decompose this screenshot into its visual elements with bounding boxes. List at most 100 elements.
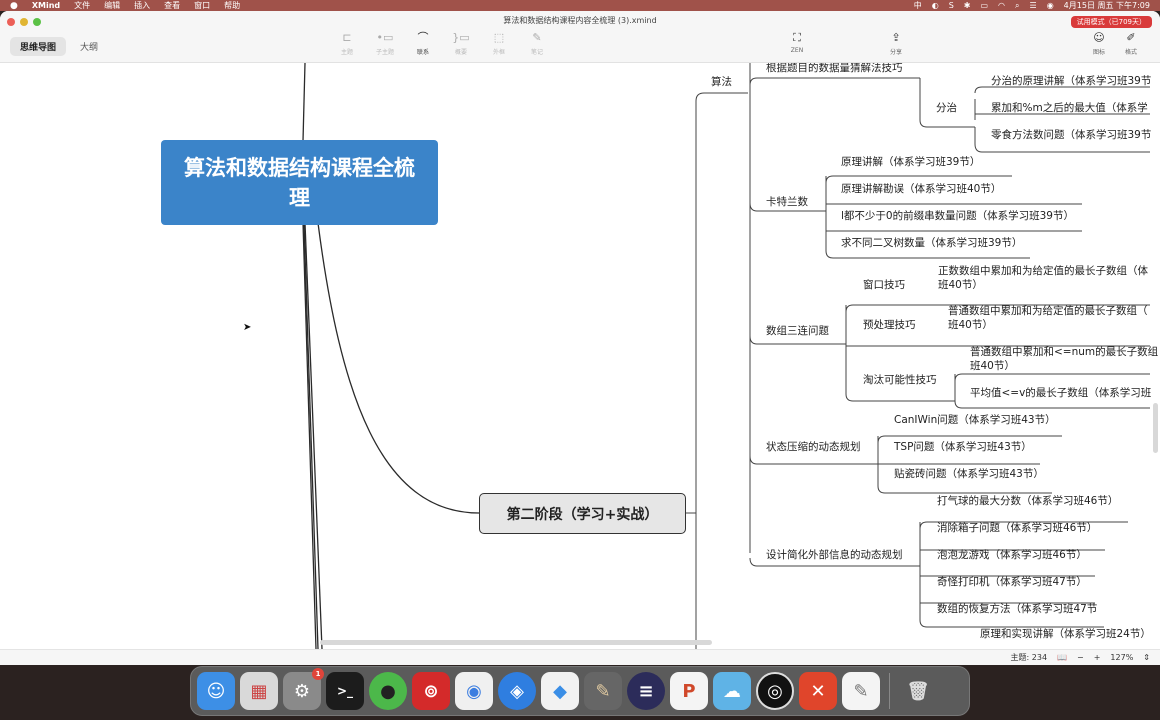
format-button[interactable]: ✐ 格式: [1124, 31, 1137, 56]
topic-external-item[interactable]: 消除箱子问题（体系学习班46节）: [937, 522, 1098, 534]
topic-elimination-technique[interactable]: 淘汰可能性技巧: [863, 374, 937, 386]
menu-view[interactable]: 查看: [164, 1, 181, 10]
spotlight-icon[interactable]: ⌕: [1015, 0, 1020, 10]
topic-external-item[interactable]: 数组的恢复方法（体系学习班47节: [937, 603, 1098, 615]
topic-divide-item[interactable]: 分治的原理讲解（体系学习班39节: [991, 75, 1152, 87]
input-method-icon[interactable]: 中: [913, 1, 922, 10]
topic-divide-conquer[interactable]: 分治: [936, 102, 957, 114]
emoji-button[interactable]: ☺ 图标: [1092, 31, 1105, 56]
topic-bitmask-dp[interactable]: 状态压缩的动态规划: [766, 441, 861, 453]
dock-obs[interactable]: ◎: [756, 672, 794, 710]
summary-button[interactable]: }▭ 概要: [452, 31, 470, 56]
topic-elimination-item[interactable]: 平均值<=v的最长子数组（体系学习班: [970, 387, 1152, 399]
clock[interactable]: 4月15日 周五 下午7:09: [1063, 1, 1150, 10]
dock-terminal[interactable]: >_: [326, 672, 364, 710]
tab-outline[interactable]: 大纲: [80, 43, 99, 53]
topic-catalan-item[interactable]: l都不少于0的前缀串数量问题（体系学习班39节）: [841, 210, 1074, 222]
bluetooth-icon[interactable]: ✱: [963, 1, 971, 10]
menu-window[interactable]: 窗口: [194, 1, 211, 10]
topic-preprocess-item[interactable]: 普通数组中累加和为给定值的最长子数组（: [948, 305, 1148, 317]
topic-algorithm[interactable]: 算法: [711, 76, 732, 88]
obs-status-icon[interactable]: ◐: [931, 1, 939, 10]
mindmap-canvas[interactable]: 算法和数据结构课程全梳理 第二阶段（学习+实战） 算法 根据题目的数据量猜解法技…: [0, 63, 1160, 649]
zen-button[interactable]: ⛶ ZEN: [790, 31, 804, 54]
zoom-level[interactable]: 127%: [1110, 653, 1134, 662]
trial-mode-badge[interactable]: 试用模式（已709天）: [1070, 16, 1152, 28]
dock-chrome[interactable]: ◉: [455, 672, 493, 710]
dock-textedit[interactable]: ✎: [842, 672, 880, 710]
dock-lanhu[interactable]: ◆: [541, 672, 579, 710]
topic-guess-by-data-size[interactable]: 根据题目的数据量猜解法技巧: [766, 63, 903, 74]
dock-safari[interactable]: ◈: [498, 672, 536, 710]
apple-menu-icon[interactable]: ●: [10, 0, 18, 11]
topic-catalan-item[interactable]: 原理讲解（体系学习班39节）: [841, 156, 981, 168]
root-topic[interactable]: 算法和数据结构课程全梳理: [161, 140, 438, 225]
chrome-icon: ◉: [466, 680, 482, 702]
dock-xmind[interactable]: ✕: [799, 672, 837, 710]
dock-eclipse[interactable]: ≡: [627, 672, 665, 710]
topic-window-item[interactable]: 正数数组中累加和为给定值的最长子数组（体: [938, 265, 1148, 277]
dock-trash[interactable]: 🗑: [899, 672, 937, 710]
dock-netease-music[interactable]: ⊚: [412, 672, 450, 710]
stage-two-topic[interactable]: 第二阶段（学习+实战）: [479, 493, 686, 534]
control-center-icon[interactable]: ☰: [1029, 1, 1037, 10]
battery-icon[interactable]: ▭: [980, 1, 989, 10]
topic-external-info-dp[interactable]: 设计简化外部信息的动态规划: [766, 549, 903, 561]
minimize-button[interactable]: [20, 18, 28, 26]
topic-elimination-item-cont: 班40节）: [970, 360, 1015, 372]
topic-catalan-item[interactable]: 原理讲解勘误（体系学习班40节）: [841, 183, 1002, 195]
relationship-button[interactable]: ⌒ 联系: [416, 31, 429, 56]
share-icon: ⇪: [891, 31, 901, 44]
menu-edit[interactable]: 编辑: [104, 1, 121, 10]
menu-file[interactable]: 文件: [74, 1, 91, 10]
zoom-out-button[interactable]: −: [1077, 653, 1084, 662]
topic-preprocess-technique[interactable]: 预处理技巧: [863, 319, 916, 331]
menu-insert[interactable]: 插入: [134, 1, 151, 10]
zoom-in-button[interactable]: +: [1093, 653, 1101, 662]
zoom-stepper-icon[interactable]: ⇕: [1143, 653, 1150, 662]
topic-divide-item[interactable]: 零食方法数问题（体系学习班39节: [991, 129, 1152, 141]
share-button[interactable]: ⇪ 分享: [889, 31, 902, 56]
topic-external-item[interactable]: 泡泡龙游戏（体系学习班46节）: [937, 549, 1087, 561]
topic-next-item[interactable]: 原理和实现讲解（体系学习班24节）: [980, 628, 1151, 640]
dock-launchpad[interactable]: ▦: [240, 672, 278, 710]
zoom-button[interactable]: [33, 18, 41, 26]
boundary-button[interactable]: ⬚ 外框: [492, 31, 505, 56]
topic-bitmask-item[interactable]: 贴瓷砖问题（体系学习班43节）: [894, 468, 1044, 480]
topic-external-item[interactable]: 奇怪打印机（体系学习班47节）: [937, 576, 1087, 588]
topic-icon: ⊏: [342, 31, 352, 44]
topic-divide-item[interactable]: 累加和%m之后的最大值（体系学: [991, 102, 1148, 114]
topic-catalan[interactable]: 卡特兰数: [766, 196, 808, 208]
window-titlebar: 算法和数据结构课程内容全梳理 (3).xmind 试用模式（已709天） 思维导…: [0, 11, 1160, 63]
xmind-icon: ✕: [810, 680, 826, 702]
topic-bitmask-item[interactable]: TSP问题（体系学习班43节）: [894, 441, 1032, 453]
menu-help[interactable]: 帮助: [224, 1, 241, 10]
horizontal-scrollbar[interactable]: [320, 640, 712, 645]
vertical-scrollbar[interactable]: [1153, 403, 1158, 453]
topic-button[interactable]: ⊏ 主题: [340, 31, 353, 56]
eclipse-icon: ≡: [638, 680, 654, 702]
menu-app-name[interactable]: XMind: [31, 1, 61, 10]
note-button[interactable]: ✎ 笔记: [530, 31, 543, 56]
dock-system-preferences[interactable]: ⚙1: [283, 668, 324, 710]
topic-elimination-item[interactable]: 普通数组中累加和<=num的最长子数组: [970, 346, 1159, 358]
dock-pencil[interactable]: ✎: [584, 672, 622, 710]
s-app-icon[interactable]: S: [948, 1, 954, 10]
topic-bitmask-item[interactable]: CanIWin问题（体系学习班43节）: [894, 414, 1056, 426]
dock-powerpoint[interactable]: P: [670, 672, 708, 710]
tab-mindmap[interactable]: 思维导图: [10, 37, 67, 56]
siri-icon[interactable]: ◉: [1046, 1, 1054, 10]
dock-cloud-meeting[interactable]: ☁: [713, 672, 751, 710]
dock-finder[interactable]: ☺: [197, 672, 235, 710]
topic-array-trio[interactable]: 数组三连问题: [766, 325, 829, 337]
close-button[interactable]: [7, 18, 15, 26]
topic-external-item[interactable]: 打气球的最大分数（体系学习班46节）: [937, 495, 1119, 507]
subtopic-button[interactable]: •▭ 子主题: [375, 31, 394, 56]
wifi-icon[interactable]: ◠: [998, 1, 1006, 10]
topic-window-technique[interactable]: 窗口技巧: [863, 279, 905, 291]
emoji-icon: ☺: [1093, 31, 1105, 44]
window-controls: [7, 18, 41, 26]
topic-catalan-item[interactable]: 求不同二叉树数量（体系学习班39节）: [841, 237, 1023, 249]
dock-evernote[interactable]: ●: [369, 672, 407, 710]
outline-book-icon[interactable]: 📖: [1057, 653, 1068, 662]
